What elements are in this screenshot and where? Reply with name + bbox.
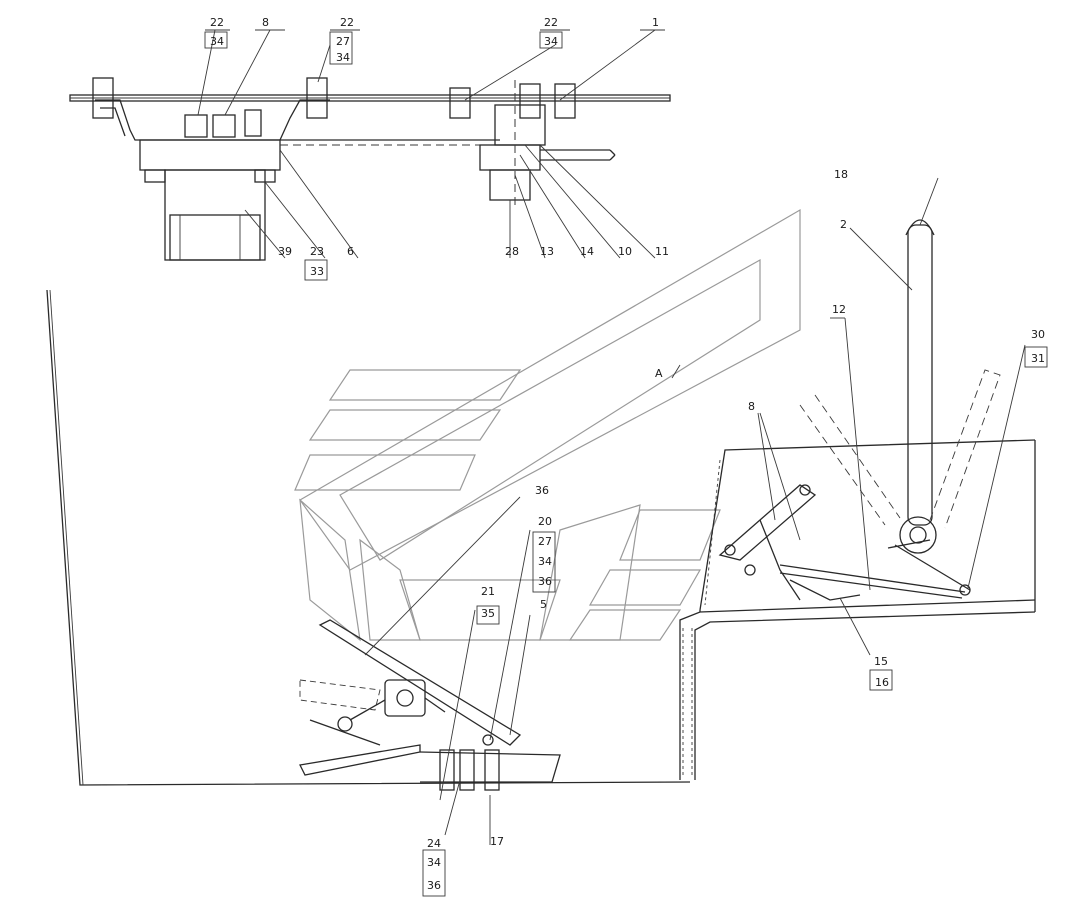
label-8-a: 8 — [262, 16, 269, 29]
label-33: 33 — [310, 265, 324, 278]
label-18: 18 — [834, 168, 848, 181]
label-22-c: 22 — [544, 16, 558, 29]
label-35: 35 — [481, 607, 495, 620]
label-36-b: 36 — [538, 575, 552, 588]
label-6: 6 — [347, 245, 354, 258]
watermark-logo — [294, 208, 801, 642]
label-27-a: 27 — [336, 35, 350, 48]
label-11: 11 — [655, 245, 669, 258]
label-22-a: 22 — [210, 16, 224, 29]
label-34-d: 34 — [538, 555, 552, 568]
label-24: 24 — [427, 837, 441, 850]
label-28: 28 — [505, 245, 519, 258]
label-15: 15 — [874, 655, 888, 668]
detail-view-a — [69, 77, 671, 261]
label-boxes — [204, 31, 1048, 897]
label-21: 21 — [481, 585, 495, 598]
view-label-a: A — [655, 367, 663, 380]
part-labels: 22 34 8 22 27 34 22 34 1 39 23 33 6 28 1… — [210, 16, 1045, 892]
label-36-a: 36 — [535, 484, 549, 497]
label-27-b: 27 — [538, 535, 552, 548]
label-34-e: 34 — [427, 856, 441, 869]
label-5: 5 — [540, 598, 547, 611]
label-31: 31 — [1031, 352, 1045, 365]
main-assembly — [46, 219, 1036, 791]
label-20: 20 — [538, 515, 552, 528]
label-34-b: 34 — [336, 51, 350, 64]
label-16: 16 — [875, 676, 889, 689]
label-36-c: 36 — [427, 879, 441, 892]
label-14: 14 — [580, 245, 594, 258]
label-30: 30 — [1031, 328, 1045, 341]
label-10: 10 — [618, 245, 632, 258]
label-13: 13 — [540, 245, 554, 258]
leader-lines — [197, 29, 1026, 845]
label-22-b: 22 — [340, 16, 354, 29]
label-8-b: 8 — [748, 400, 755, 413]
label-34-a: 34 — [210, 35, 224, 48]
label-17: 17 — [490, 835, 504, 848]
label-34-c: 34 — [544, 35, 558, 48]
label-39: 39 — [278, 245, 292, 258]
label-23: 23 — [310, 245, 324, 258]
label-1: 1 — [652, 16, 659, 29]
label-2: 2 — [840, 218, 847, 231]
label-12: 12 — [832, 303, 846, 316]
